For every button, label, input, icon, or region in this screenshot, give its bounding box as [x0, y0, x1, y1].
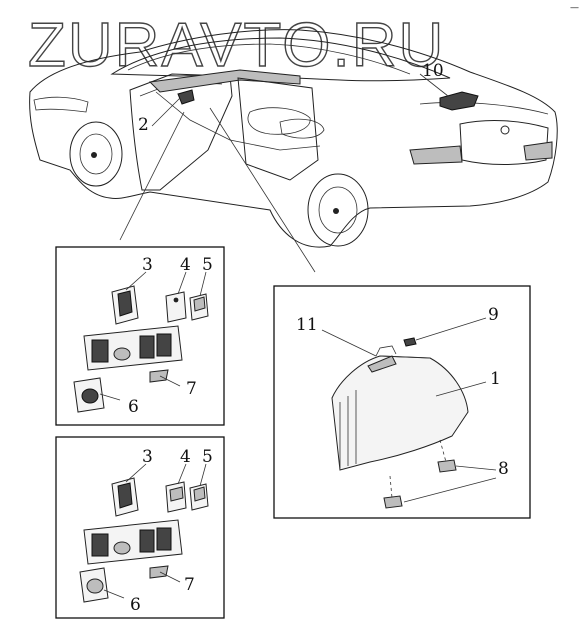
- callout-7-upper: 7: [186, 379, 197, 399]
- switch-assembly-upper: [73, 271, 209, 413]
- corner-mark: —: [570, 3, 579, 13]
- watermark-text: ZURAVTO.RU: [28, 11, 445, 80]
- callout-3-upper: 3: [142, 255, 153, 275]
- callout-6-lower: 6: [130, 595, 141, 615]
- callout-7-lower: 7: [184, 575, 195, 595]
- callout-4-upper: 4: [180, 255, 191, 275]
- instrument-cluster-panel: [273, 285, 531, 519]
- callout-2: 2: [138, 115, 149, 135]
- callout-11: 11: [296, 315, 318, 335]
- callout-8: 8: [498, 459, 509, 479]
- front-wheel: [69, 121, 123, 187]
- callout-1: 1: [490, 369, 501, 389]
- rear-wheel: [307, 173, 369, 247]
- callout-4-lower: 4: [180, 447, 191, 467]
- callout-6-upper: 6: [128, 397, 139, 417]
- callout-5-upper: 5: [202, 255, 213, 275]
- callout-3-lower: 3: [142, 447, 153, 467]
- callout-9: 9: [488, 305, 499, 325]
- callout-5-lower: 5: [202, 447, 213, 467]
- switch-assembly-lower: [79, 463, 209, 603]
- car-illustration: [29, 29, 558, 273]
- callout-10: 10: [422, 61, 444, 81]
- instrument-cluster-assembly: [321, 317, 497, 509]
